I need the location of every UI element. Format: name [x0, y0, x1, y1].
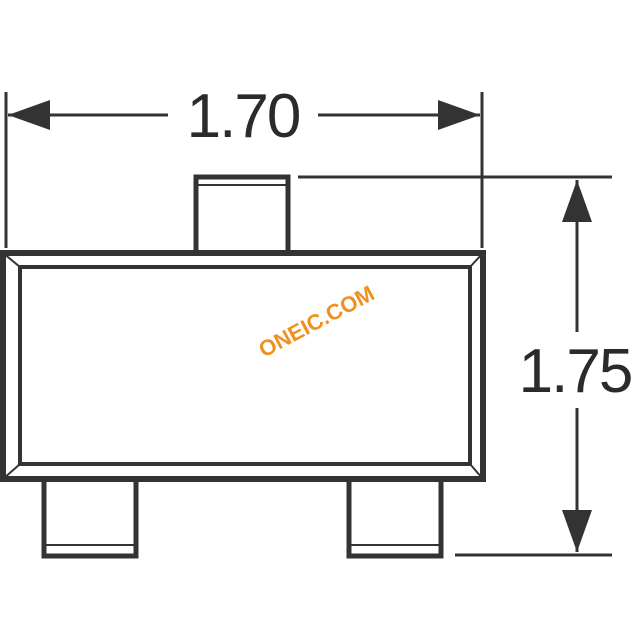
- top-lead: [193, 174, 291, 256]
- width-arrowhead-right: [438, 100, 480, 130]
- bottom-left-lead: [41, 475, 139, 559]
- height-dimension-arrow: [562, 180, 592, 552]
- package-body-inner-outline: [18, 265, 472, 466]
- width-arrowhead-left: [8, 100, 50, 130]
- width-dimension-arrow: [8, 100, 480, 130]
- bottom-right-lead: [346, 475, 444, 559]
- height-arrowhead-top: [562, 180, 592, 222]
- package-body: [0, 250, 486, 482]
- width-dimension-label: 1.70: [187, 82, 300, 151]
- height-arrowhead-bottom: [562, 510, 592, 552]
- height-dimension-label: 1.75: [519, 337, 632, 406]
